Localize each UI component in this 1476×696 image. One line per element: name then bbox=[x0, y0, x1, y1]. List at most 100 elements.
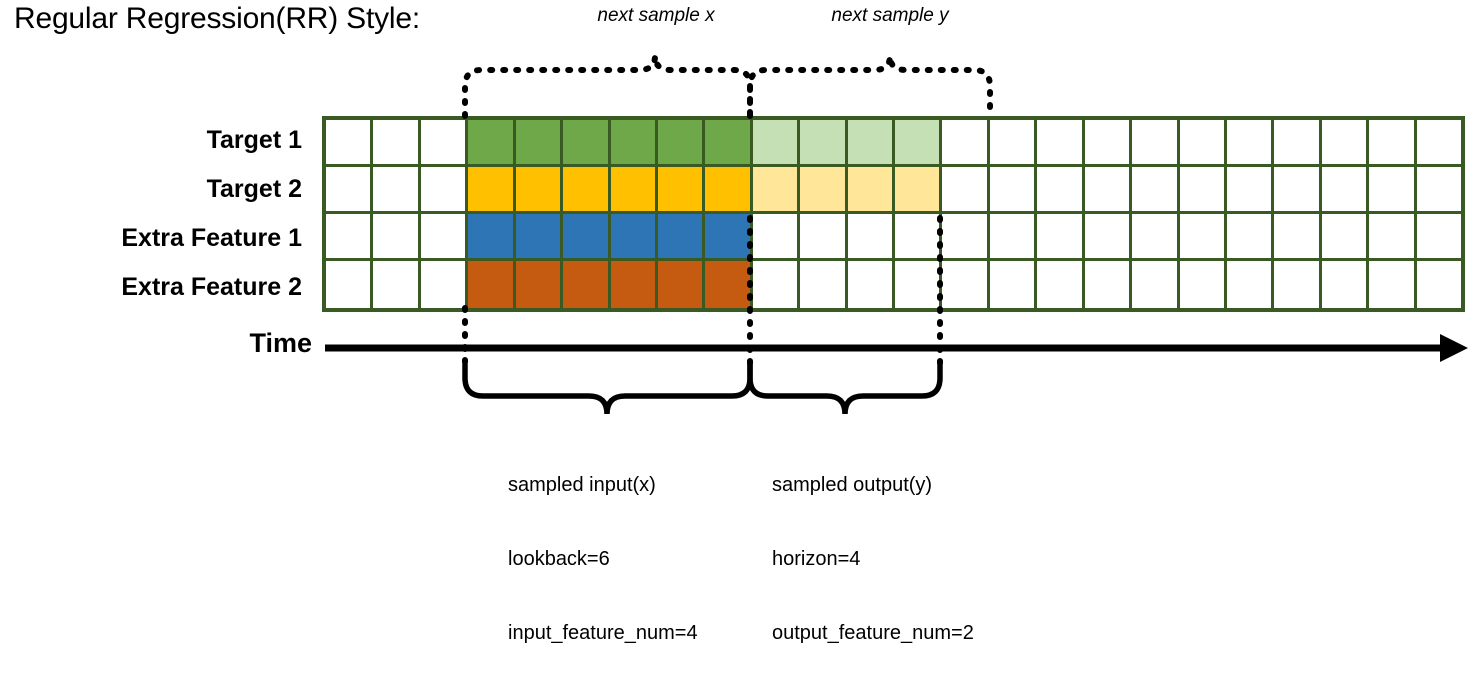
grid-cell-input bbox=[657, 120, 703, 164]
grid-cell-empty bbox=[942, 167, 987, 211]
grid-cell-empty bbox=[800, 261, 845, 308]
grid-cell-input bbox=[705, 261, 750, 308]
grid-cell-input bbox=[657, 167, 703, 211]
grid-cell-empty bbox=[1274, 261, 1319, 308]
grid-cell-empty bbox=[1179, 167, 1225, 211]
grid-cell-output bbox=[800, 120, 845, 164]
grid-cell-empty bbox=[420, 120, 466, 164]
grid-cell-empty bbox=[1132, 214, 1177, 258]
grid-cell-empty bbox=[1084, 261, 1130, 308]
grid-cell-empty bbox=[373, 261, 418, 308]
grid-row bbox=[326, 261, 1462, 308]
grid-cell-empty bbox=[1416, 120, 1462, 164]
grid-cell-input bbox=[705, 214, 750, 258]
grid-cell-empty bbox=[1084, 214, 1130, 258]
grid-cell-input bbox=[657, 261, 703, 308]
grid-row bbox=[326, 214, 1462, 261]
grid-cell-empty bbox=[326, 120, 371, 164]
row-label-1: Target 1 bbox=[206, 126, 302, 154]
grid-cell-empty bbox=[1369, 120, 1414, 164]
grid-cell-empty bbox=[1132, 120, 1177, 164]
grid-cell-input bbox=[563, 167, 608, 211]
grid-cell-empty bbox=[752, 214, 798, 258]
grid-cell-empty bbox=[1227, 120, 1272, 164]
grid-cell-empty bbox=[1132, 261, 1177, 308]
grid-cell-empty bbox=[326, 214, 371, 258]
grid-cell-output bbox=[895, 120, 940, 164]
grid-cell-empty bbox=[800, 214, 845, 258]
row-label-4: Extra Feature 2 bbox=[121, 273, 302, 301]
grid-cell-input bbox=[468, 261, 513, 308]
grid-cell-empty bbox=[420, 214, 466, 258]
grid-cell-empty bbox=[373, 167, 418, 211]
grid-cell-empty bbox=[1369, 261, 1414, 308]
grid-cell-empty bbox=[420, 167, 466, 211]
bottom-brace-input-icon bbox=[462, 361, 753, 415]
grid-cell-empty bbox=[847, 214, 893, 258]
grid-cell-empty bbox=[1274, 214, 1319, 258]
grid-row bbox=[326, 167, 1462, 214]
grid-cell-input bbox=[468, 214, 513, 258]
page-title: Regular Regression(RR) Style: bbox=[14, 2, 421, 35]
grid-cell-input bbox=[610, 167, 655, 211]
grid-cell-empty bbox=[1321, 261, 1367, 308]
grid-cell-empty bbox=[1274, 120, 1319, 164]
grid-cell-input bbox=[705, 120, 750, 164]
grid-cell-input bbox=[610, 120, 655, 164]
next-sample-x-label: next sample x bbox=[597, 5, 715, 26]
grid-cell-empty bbox=[989, 214, 1035, 258]
grid-cell-output bbox=[847, 167, 893, 211]
grid-cell-input bbox=[657, 214, 703, 258]
bottom-brace-output-icon bbox=[747, 361, 943, 415]
grid-cell-empty bbox=[1037, 261, 1082, 308]
grid-cell-empty bbox=[895, 214, 940, 258]
grid-cell-input bbox=[563, 120, 608, 164]
sampled-output-line2: horizon=4 bbox=[772, 547, 861, 570]
grid-cell-input bbox=[563, 214, 608, 258]
grid-cell-empty bbox=[1037, 167, 1082, 211]
grid-cell-empty bbox=[373, 214, 418, 258]
grid-cell-output bbox=[800, 167, 845, 211]
grid-cell-empty bbox=[1274, 167, 1319, 211]
time-axis-label: Time bbox=[249, 328, 312, 358]
grid-cell-empty bbox=[1416, 167, 1462, 211]
grid-cell-empty bbox=[1369, 167, 1414, 211]
grid-cell-empty bbox=[1037, 120, 1082, 164]
grid-cell-empty bbox=[1416, 261, 1462, 308]
timeline-grid bbox=[322, 116, 1465, 312]
top-brace-x-icon bbox=[462, 55, 753, 119]
sampled-output-line1: sampled output(y) bbox=[772, 473, 933, 496]
grid-cell-empty bbox=[752, 261, 798, 308]
grid-cell-empty bbox=[942, 120, 987, 164]
next-sample-y-label: next sample y bbox=[831, 5, 949, 26]
grid-cell-empty bbox=[847, 261, 893, 308]
grid-cell-empty bbox=[1179, 261, 1225, 308]
grid-cell-input bbox=[515, 167, 561, 211]
grid-cell-input bbox=[563, 261, 608, 308]
grid-cell-input bbox=[515, 214, 561, 258]
grid-cell-empty bbox=[1037, 214, 1082, 258]
grid-cell-empty bbox=[1321, 214, 1367, 258]
grid-cell-output bbox=[895, 167, 940, 211]
diagram-root: Regular Regression(RR) Style: next sampl… bbox=[0, 2, 1468, 644]
grid-cell-empty bbox=[1416, 214, 1462, 258]
grid-cell-input bbox=[515, 261, 561, 308]
sampled-input-line2: lookback=6 bbox=[508, 547, 610, 570]
grid-cell-input bbox=[610, 214, 655, 258]
sampled-input-line3: input_feature_num=4 bbox=[508, 622, 698, 645]
grid-cell-empty bbox=[373, 120, 418, 164]
time-axis-arrowhead-icon bbox=[1440, 334, 1468, 362]
sampled-input-line1: sampled input(x) bbox=[508, 473, 656, 496]
grid-cell-empty bbox=[1179, 120, 1225, 164]
grid-cell-empty bbox=[1132, 167, 1177, 211]
grid-cell-output bbox=[752, 120, 798, 164]
grid-cell-empty bbox=[326, 167, 371, 211]
grid-cell-empty bbox=[1227, 214, 1272, 258]
grid-cell-input bbox=[515, 120, 561, 164]
grid-cell-empty bbox=[989, 261, 1035, 308]
grid-cell-empty bbox=[1084, 120, 1130, 164]
grid-cell-empty bbox=[1369, 214, 1414, 258]
grid-cell-empty bbox=[989, 167, 1035, 211]
grid-cell-empty bbox=[326, 261, 371, 308]
